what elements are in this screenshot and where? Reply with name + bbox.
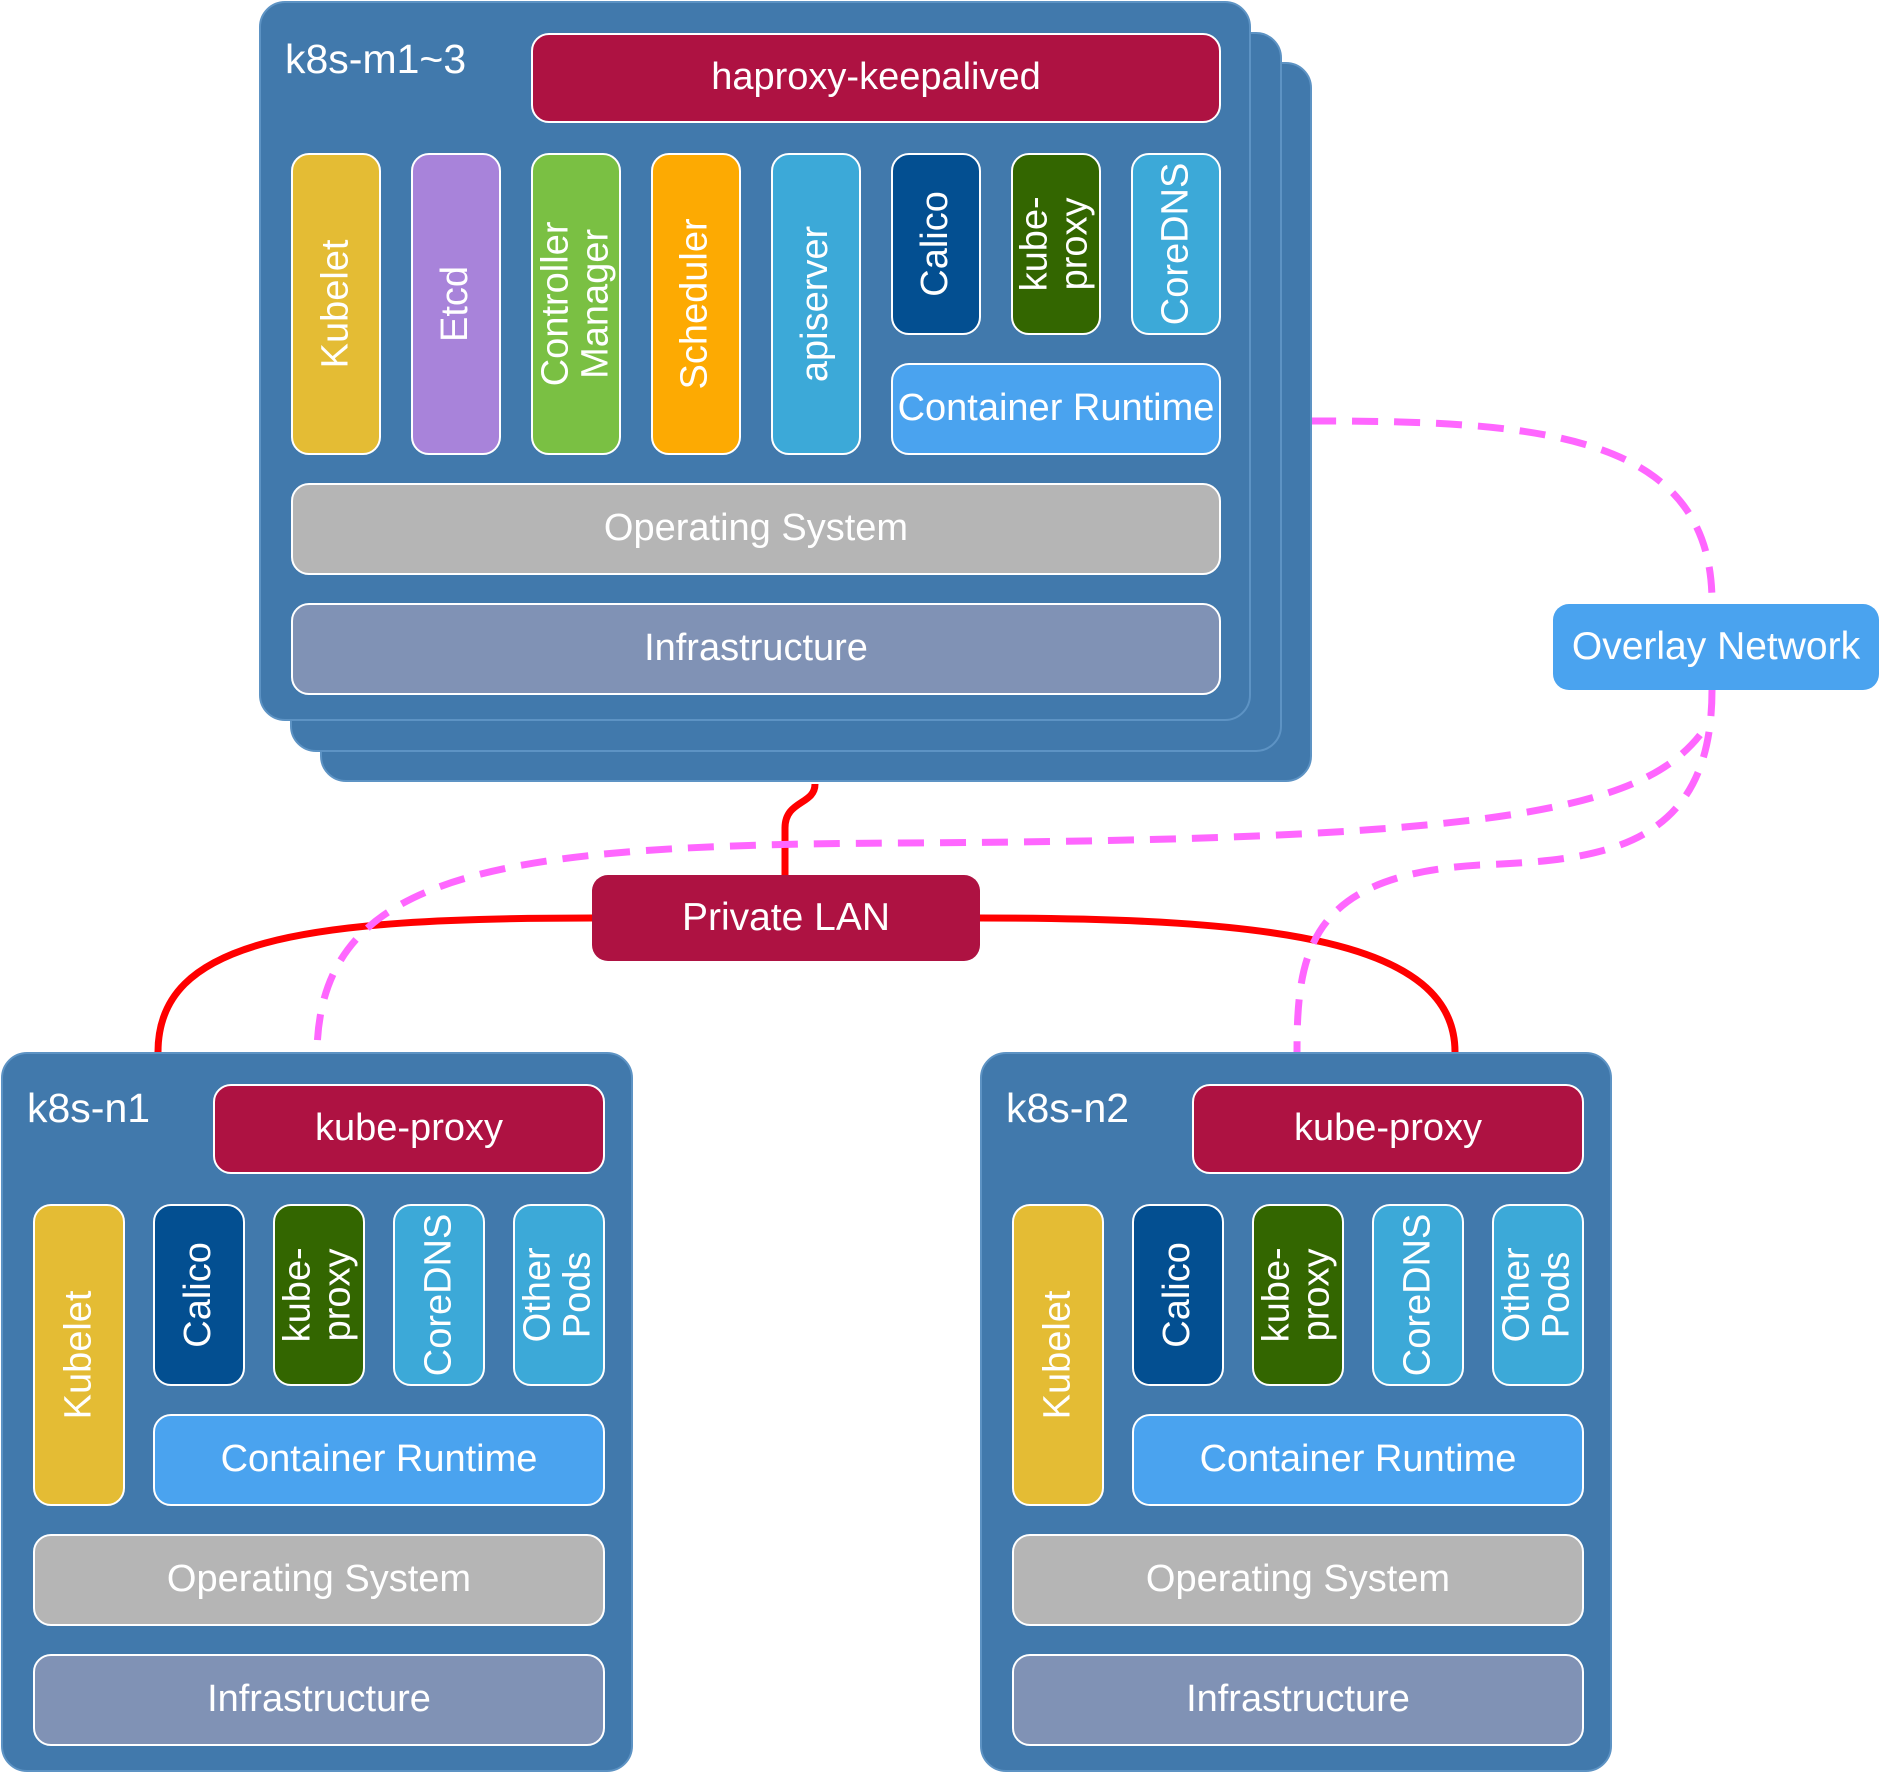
node2-coredns-label: CoreDNS — [1396, 1213, 1439, 1377]
master-kubelet-label: Kubelet — [314, 239, 357, 369]
node2-kubelet-label: Kubelet — [1036, 1290, 1079, 1420]
overlay-link-node1 — [313, 732, 1703, 1053]
node2-kube-proxy-block[interactable]: kube- proxy — [1252, 1204, 1344, 1386]
master-kube-proxy-label: kube- proxy — [1014, 196, 1096, 292]
private-lan-label[interactable]: Private LAN — [592, 875, 980, 961]
worker-node-1-title: k8s-n1 — [27, 1085, 151, 1131]
master-calico-label: Calico — [914, 191, 957, 297]
master-apiserver-label: apiserver — [794, 225, 837, 383]
haproxy-keepalived-block[interactable]: haproxy-keepalived — [531, 33, 1221, 123]
master-etcd-label: Etcd — [434, 265, 477, 343]
node1-other-pods-label: Other Pods — [517, 1247, 600, 1343]
node2-os-block[interactable]: Operating System — [1012, 1534, 1584, 1626]
node2-calico-block[interactable]: Calico — [1132, 1204, 1224, 1386]
overlay-link-master — [1309, 417, 1716, 603]
master-controller-manager-block[interactable]: Controller Manager — [531, 153, 621, 455]
worker-node-2-title: k8s-n2 — [1006, 1085, 1130, 1131]
node1-kube-proxy-label: kube- proxy — [277, 1247, 359, 1343]
lan-link-node2 — [979, 914, 1459, 1053]
node1-coredns-label: CoreDNS — [417, 1213, 460, 1377]
overlay-network-label[interactable]: Overlay Network — [1553, 604, 1879, 690]
node2-coredns-block[interactable]: CoreDNS — [1372, 1204, 1464, 1386]
node1-infra-block[interactable]: Infrastructure — [33, 1654, 605, 1746]
master-infra-block[interactable]: Infrastructure — [291, 603, 1221, 695]
node2-container-runtime-block[interactable]: Container Runtime — [1132, 1414, 1584, 1506]
master-calico-block[interactable]: Calico — [891, 153, 981, 335]
master-coredns-label: CoreDNS — [1154, 162, 1197, 326]
lan-link-node1 — [154, 914, 593, 1053]
master-kube-proxy-block[interactable]: kube- proxy — [1011, 153, 1101, 335]
master-etcd-block[interactable]: Etcd — [411, 153, 501, 455]
master-node[interactable]: k8s-m1~3 haproxy-keepalived Kubelet Etcd… — [259, 1, 1251, 721]
node1-os-block[interactable]: Operating System — [33, 1534, 605, 1626]
lan-link-master — [781, 783, 819, 875]
overlay-link-node2 — [1293, 689, 1716, 1053]
master-kubelet-block[interactable]: Kubelet — [291, 153, 381, 455]
node2-kubelet-block[interactable]: Kubelet — [1012, 1204, 1104, 1506]
node1-container-runtime-block[interactable]: Container Runtime — [153, 1414, 605, 1506]
master-os-block[interactable]: Operating System — [291, 483, 1221, 575]
master-node-title: k8s-m1~3 — [285, 36, 467, 82]
node2-other-pods-label: Other Pods — [1496, 1247, 1579, 1343]
node1-calico-block[interactable]: Calico — [153, 1204, 245, 1386]
master-container-runtime-block[interactable]: Container Runtime — [891, 363, 1221, 455]
master-coredns-block[interactable]: CoreDNS — [1131, 153, 1221, 335]
node1-kube-proxy-bar[interactable]: kube-proxy — [213, 1084, 605, 1174]
master-controller-manager-label: Controller Manager — [534, 221, 617, 387]
worker-node-1[interactable]: k8s-n1 kube-proxy Kubelet Calico kube- p… — [1, 1052, 633, 1772]
node2-other-pods-block[interactable]: Other Pods — [1492, 1204, 1584, 1386]
master-scheduler-label: Scheduler — [674, 218, 717, 390]
node1-other-pods-block[interactable]: Other Pods — [513, 1204, 605, 1386]
master-apiserver-block[interactable]: apiserver — [771, 153, 861, 455]
node1-kubelet-block[interactable]: Kubelet — [33, 1204, 125, 1506]
node1-kubelet-label: Kubelet — [57, 1290, 100, 1420]
node1-calico-label: Calico — [177, 1242, 220, 1348]
node2-kube-proxy-label: kube- proxy — [1256, 1247, 1338, 1343]
master-scheduler-block[interactable]: Scheduler — [651, 153, 741, 455]
node1-coredns-block[interactable]: CoreDNS — [393, 1204, 485, 1386]
node2-calico-label: Calico — [1156, 1242, 1199, 1348]
node2-infra-block[interactable]: Infrastructure — [1012, 1654, 1584, 1746]
worker-node-2[interactable]: k8s-n2 kube-proxy Kubelet Calico kube- p… — [980, 1052, 1612, 1772]
node2-kube-proxy-bar[interactable]: kube-proxy — [1192, 1084, 1584, 1174]
node1-kube-proxy-block[interactable]: kube- proxy — [273, 1204, 365, 1386]
